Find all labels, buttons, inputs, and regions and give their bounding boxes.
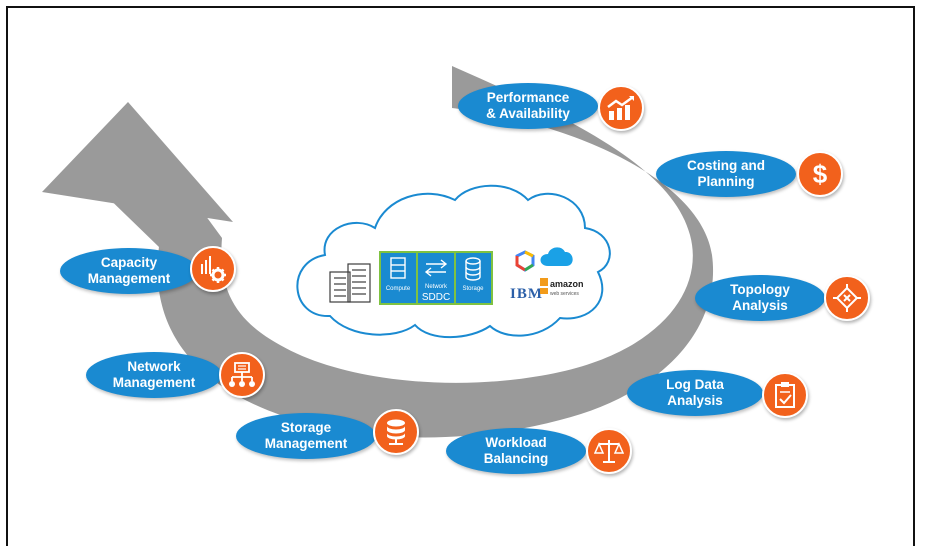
topology-icon [824, 275, 870, 321]
stage-label: Performance & Availability [486, 90, 570, 121]
stage-log-data-analysis[interactable]: Log Data Analysis [627, 370, 763, 416]
clipboard-check-icon [762, 372, 808, 418]
aws-sub-text: web services [550, 291, 579, 297]
stage-topology-analysis[interactable]: Topology Analysis [695, 275, 825, 321]
stage-label: Topology Analysis [730, 282, 790, 313]
scale-icon [586, 428, 632, 474]
google-cloud-logo [515, 250, 535, 272]
capacity-gear-icon [190, 246, 236, 292]
datacenter-building-icon [329, 263, 371, 303]
diagram-frame [6, 6, 915, 546]
stage-label: Capacity Management [87, 255, 171, 286]
stage-performance-availability[interactable]: Performance & Availability [458, 83, 598, 129]
sddc-network-label: Network [425, 284, 448, 290]
network-icon [219, 352, 265, 398]
sddc-compute-label: Compute [386, 286, 411, 292]
sddc-storage-label: Storage [462, 286, 484, 292]
dollar-symbol: $ [812, 159, 828, 189]
stage-label: Network Management [112, 359, 196, 390]
stage-label: Storage Management [264, 420, 348, 451]
storage-cylinder-icon [465, 257, 481, 281]
azure-cloud-logo [540, 247, 573, 266]
compute-server-icon [390, 257, 406, 279]
stage-capacity-management[interactable]: Capacity Management [60, 248, 198, 294]
cycle-arrowhead [42, 102, 233, 222]
aws-logo [540, 278, 548, 294]
stage-label: Log Data Analysis [666, 377, 724, 408]
stage-network-management[interactable]: Network Management [86, 352, 222, 398]
network-arrows-icon [424, 259, 448, 277]
stage-label: Costing and Planning [687, 158, 765, 189]
cycle-arrow-neck [92, 182, 222, 248]
line-chart-icon [598, 85, 644, 131]
stage-costing-planning[interactable]: Costing and Planning [656, 151, 796, 197]
sddc-center-label: SDDC [422, 292, 450, 303]
stage-label: Workload Balancing [483, 435, 549, 466]
storage-icon [373, 409, 419, 455]
stage-workload-balancing[interactable]: Workload Balancing [446, 428, 586, 474]
stage-storage-management[interactable]: Storage Management [236, 413, 376, 459]
dollar-icon: $ [797, 151, 843, 197]
ibm-logo: IBM [510, 286, 543, 302]
aws-amazon-text: amazon [550, 279, 584, 289]
